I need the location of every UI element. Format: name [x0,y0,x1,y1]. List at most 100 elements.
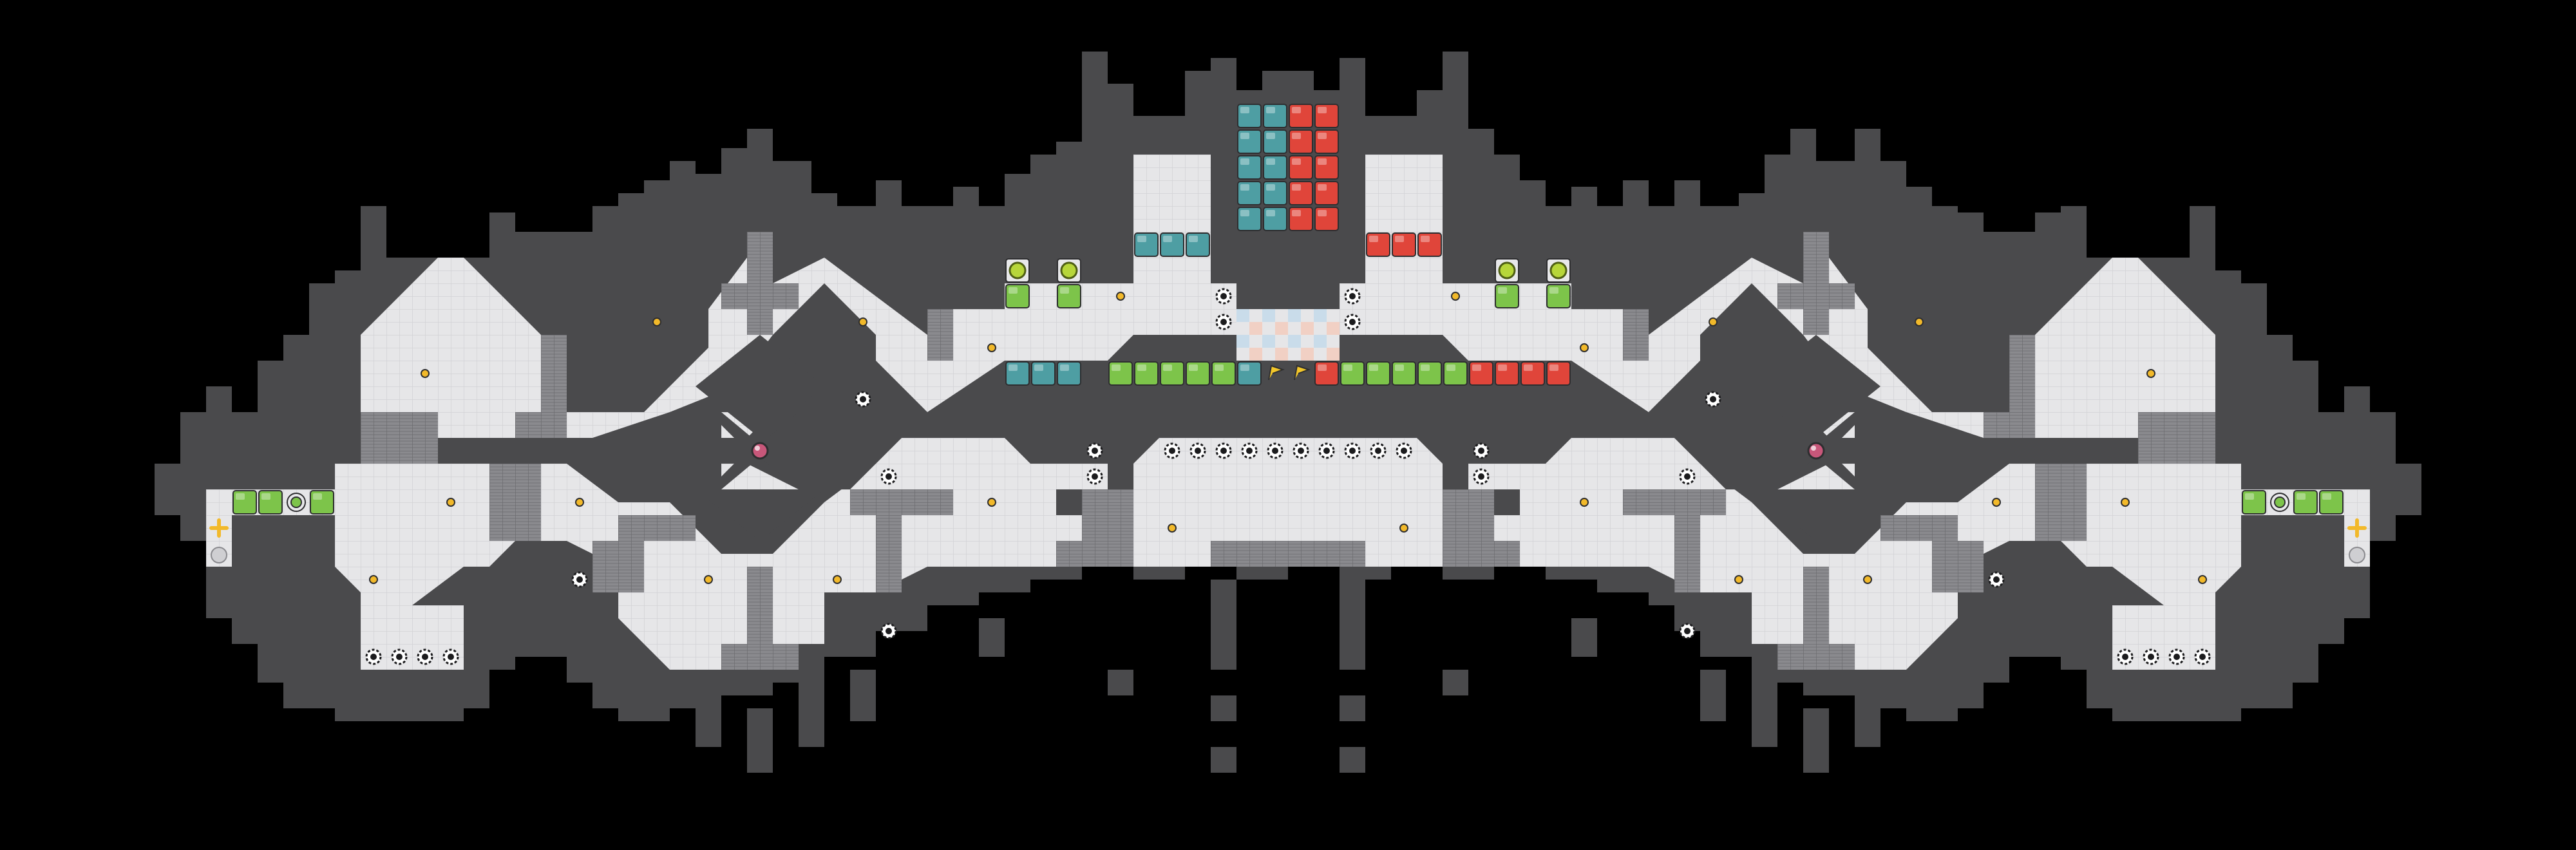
mine-icon [1473,442,1490,459]
mine-icon [1293,442,1309,459]
goal-button-icon[interactable] [1005,258,1030,283]
mine-icon [1086,442,1103,459]
flag-icon[interactable] [1294,364,1311,381]
mine-icon [1396,442,1412,459]
mine-icon [1215,442,1232,459]
mine-icon [1267,442,1283,459]
grates [361,232,2215,670]
blue-tile [1160,232,1184,257]
green-tile [1443,361,1468,386]
tiles [232,104,2344,515]
mine-icon [1164,442,1180,459]
goal-button-icon[interactable] [1057,258,1081,283]
mine-icon [2194,648,2211,665]
blue-tile [1237,155,1262,180]
red-tile [1289,181,1313,205]
pellet-icon[interactable] [2146,369,2155,378]
mine-icon [1215,288,1232,305]
pellet-icon[interactable] [987,498,996,507]
pellet-icon[interactable] [1580,498,1589,507]
pellet-icon[interactable] [1915,317,1924,326]
pellet-icon[interactable] [858,317,867,326]
red-tile [1392,232,1416,257]
mine-icon [417,648,433,665]
pellet-icon[interactable] [652,317,661,326]
red-tile [1289,207,1313,231]
goal-button-icon[interactable] [1495,258,1519,283]
green-tile [1495,284,1519,308]
red-tile [1469,361,1493,386]
mine-icon [391,648,408,665]
mine-icon [1344,288,1361,305]
pellet-icon[interactable] [2198,575,2207,584]
blue-tile [1263,129,1287,154]
mine-icon [1344,442,1361,459]
red-tile [1314,207,1339,231]
pellet-icon[interactable] [1992,498,2001,507]
pellet-icon[interactable] [1168,524,1177,533]
pellet-icon[interactable] [421,369,430,378]
green-tile [1134,361,1159,386]
green-tile [1366,361,1390,386]
pellet-icon[interactable] [704,575,713,584]
flag-icon[interactable] [1268,364,1285,381]
mine-icon [2168,648,2185,665]
red-tile [1495,361,1519,386]
boost-pad-icon[interactable] [287,493,306,512]
mine-icon [880,468,897,485]
pellet-icon[interactable] [1116,292,1125,301]
pellet-icon[interactable] [1863,575,1872,584]
mine-icon [855,391,871,408]
goal-button-icon[interactable] [1546,258,1571,283]
pellet-icon[interactable] [987,343,996,352]
pellet-icon[interactable] [1709,317,1718,326]
ball-icon[interactable] [1807,442,1825,460]
mine-icon [442,648,459,665]
pellet-icon[interactable] [446,498,455,507]
pellet-icon[interactable] [1451,292,1460,301]
mine-icon [1344,314,1361,330]
boost-pad-icon[interactable] [2270,493,2289,512]
pellet-icon[interactable] [1734,575,1743,584]
floor-top-corridor [953,155,1623,361]
mine-icon [571,571,588,588]
ball-icon[interactable] [751,442,769,460]
red-tile [1314,129,1339,154]
pellet-icon[interactable] [1580,343,1589,352]
pellet-icon[interactable] [575,498,584,507]
red-tile [1314,104,1339,128]
mine-icon [1370,442,1387,459]
pellet-icon[interactable] [1399,524,1408,533]
mine-icon [1215,314,1232,330]
blue-tile [1237,361,1262,386]
flag-zone [1236,309,1340,361]
blue-tile [1237,104,1262,128]
green-tile [1211,361,1236,386]
mine-icon [1189,442,1206,459]
blue-tile [1237,181,1262,205]
floor-right-foot [2112,605,2215,670]
blue-tile [1263,181,1287,205]
red-tile [1289,129,1313,154]
red-tile [1417,232,1442,257]
green-tile [1108,361,1133,386]
green-tile [1340,361,1365,386]
spawn-plus-icon [2347,518,2367,563]
mine-icon [1679,623,1696,639]
green-tile [310,490,334,515]
green-tile [2319,490,2344,515]
blue-tile [1057,361,1081,386]
mine-icon [880,623,897,639]
green-tile [1186,361,1210,386]
green-tile [2242,490,2266,515]
pellet-icon[interactable] [833,575,842,584]
mine-icon [2117,648,2134,665]
spawn-plus-icon [209,518,229,563]
pellet-icon[interactable] [369,575,378,584]
blue-tile [1263,104,1287,128]
floor-left-top [361,258,1030,451]
blue-tile [1186,232,1210,257]
green-tile [1057,284,1081,308]
pellet-icon[interactable] [2121,498,2130,507]
